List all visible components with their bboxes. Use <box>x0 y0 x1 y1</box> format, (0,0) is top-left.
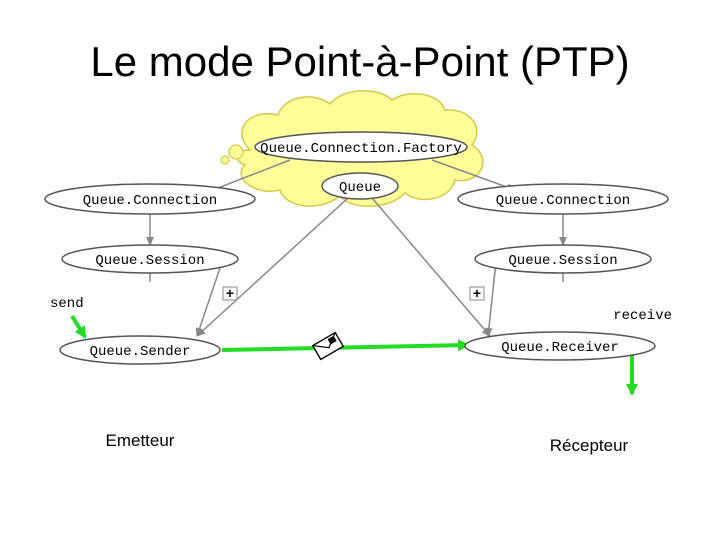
queue-session-right-label: Queue.Session <box>508 253 617 269</box>
session-left-to-sender <box>195 261 223 337</box>
sender-to-receiver-arrow <box>221 339 470 352</box>
queue-receiver-label: Queue.Receiver <box>501 340 619 356</box>
recepteur-label: Récepteur <box>550 436 629 455</box>
queue-connection-right-node: Queue.Connection <box>457 183 669 215</box>
queue-to-sender <box>196 197 349 337</box>
queue-connection-left-label: Queue.Connection <box>83 193 217 209</box>
message-flow <box>70 314 638 396</box>
queue-label: Queue <box>339 180 381 196</box>
queue-sender-label: Queue.Sender <box>90 344 191 360</box>
queue-connection-factory-node: Queue.Connection.Factory <box>254 131 468 163</box>
emetteur-label: Emetteur <box>106 431 175 450</box>
queue-connection-factory-label: Queue.Connection.Factory <box>260 141 462 157</box>
session-right-to-receiver <box>484 261 497 337</box>
send-arrow <box>70 314 87 339</box>
queue-session-left-node: Queue.Session <box>61 244 239 274</box>
svg-text:+: + <box>226 287 234 303</box>
queue-connection-right-label: Queue.Connection <box>496 193 630 209</box>
queue-session-left-label: Queue.Session <box>95 253 204 269</box>
page-title: Le mode Point-à-Point (PTP) <box>90 38 630 85</box>
queue-connection-left-node: Queue.Connection <box>44 183 256 215</box>
queue-receiver-node: Queue.Receiver <box>464 331 656 361</box>
queue-to-receiver <box>371 197 491 337</box>
plus-marker-right: + <box>469 286 485 303</box>
envelope-icon <box>311 331 345 361</box>
factory-to-conn-right <box>431 159 516 192</box>
queue-sender-node: Queue.Sender <box>59 335 221 365</box>
queue-node: Queue <box>321 172 399 200</box>
svg-text:+: + <box>473 287 481 303</box>
receive-label: receive <box>613 308 672 324</box>
send-label: send <box>50 296 84 312</box>
plus-marker-left: + <box>222 286 238 303</box>
queue-session-right-node: Queue.Session <box>474 244 652 274</box>
